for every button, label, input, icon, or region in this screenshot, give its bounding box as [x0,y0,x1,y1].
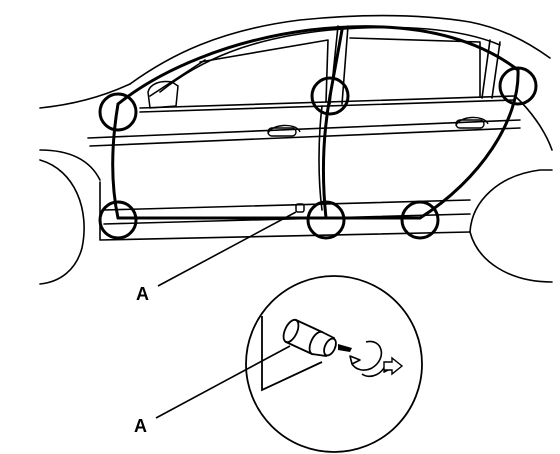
detail-circle [245,275,423,453]
weatherstrip-route [111,25,520,220]
leader-line-lower [155,345,291,419]
detail-view [245,275,423,453]
direction-arrow-icon [383,356,404,376]
clip-part [282,318,337,357]
door-handles [267,116,489,137]
clip-marker-center-lower [306,200,346,240]
leader-line-upper [157,211,297,287]
clip-marker-center-upper [310,76,350,116]
car-body-outline [39,14,553,285]
side-mirror [147,80,179,109]
rocker-clip [295,203,305,213]
clip-location-markers [98,66,538,240]
clip-marker-rear-upper [498,66,538,106]
callout-label-lower: A [134,416,147,436]
callout-label-upper: A [136,284,149,304]
pull-arrow-icon [338,344,352,352]
clip-marker-rear-lower [400,200,440,240]
clip-marker-front-lower [98,200,138,240]
clip-marker-front-upper [98,92,138,132]
